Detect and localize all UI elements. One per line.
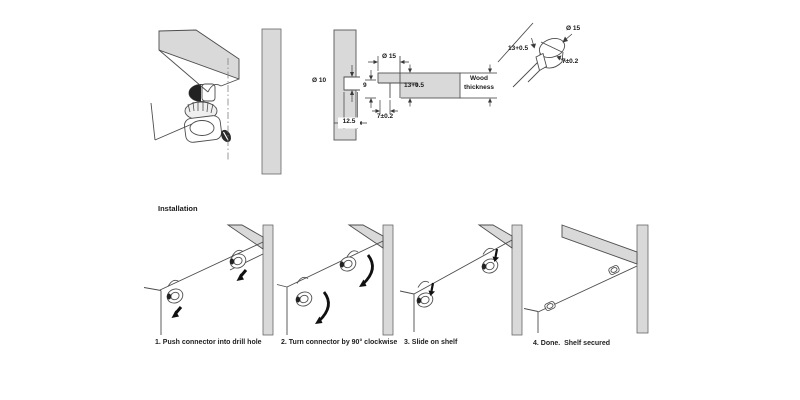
detail-dim-recess-diameter: Ø 15 bbox=[566, 25, 581, 32]
step-4-caption: 4. Done. Shelf secured bbox=[533, 340, 611, 347]
figure-corner-drilling bbox=[150, 29, 240, 160]
step-2-caption: 2. Turn connector by 90° clockwise bbox=[281, 339, 398, 346]
step-3-caption: 3. Slide on shelf bbox=[404, 339, 458, 346]
rotate-arrow-icon bbox=[318, 254, 374, 323]
wall-panel bbox=[636, 224, 649, 334]
push-arrow-icon bbox=[174, 269, 248, 315]
connector-icon bbox=[481, 258, 499, 274]
panel bbox=[261, 28, 282, 175]
connector-icon bbox=[416, 292, 434, 308]
connector-icon bbox=[229, 253, 247, 269]
panel-edge-face bbox=[158, 29, 240, 80]
dim-recess-diameter: Ø 15 bbox=[381, 53, 397, 60]
dim-hole-depth: 12.5 bbox=[342, 118, 356, 125]
top-panel bbox=[226, 224, 264, 250]
slide-arrow-icon bbox=[430, 248, 499, 292]
dim-hole-diameter: Ø 10 bbox=[312, 77, 327, 84]
recess-profile bbox=[378, 82, 418, 98]
top-panel bbox=[561, 224, 638, 265]
wall-panel bbox=[262, 224, 274, 336]
connector-icon bbox=[295, 291, 313, 307]
wall-panel bbox=[511, 224, 523, 336]
figure-side-panel bbox=[261, 28, 282, 175]
connector-flush-icon bbox=[608, 265, 620, 275]
cam-tab bbox=[201, 83, 216, 102]
figure-step-3 bbox=[399, 224, 523, 336]
connector-icon bbox=[184, 101, 232, 143]
figure-edge-detail bbox=[497, 22, 573, 88]
step-1-caption: 1. Push connector into drill hole bbox=[155, 339, 262, 346]
connector-flush-icon bbox=[544, 301, 556, 311]
connector-icon bbox=[339, 256, 357, 272]
wood-thickness-label: Wood thickness bbox=[464, 75, 494, 92]
detail-dim-connector-height: 13+0.5 bbox=[508, 45, 529, 52]
connector-icon bbox=[166, 288, 184, 304]
dim-slot-width: 7±0.2 bbox=[376, 113, 394, 120]
dim-connector-height: 13+0.5 bbox=[403, 82, 425, 89]
cam-slot-dark bbox=[189, 84, 201, 102]
section-title-installation: Installation bbox=[158, 204, 198, 213]
dim-recess-height: 9 bbox=[363, 82, 367, 89]
figure-step-1 bbox=[143, 224, 274, 336]
detail-dim-slot-width: 7±0.2 bbox=[562, 58, 579, 65]
top-panel bbox=[477, 224, 513, 249]
figure-step-2 bbox=[276, 224, 394, 336]
figure-step-4 bbox=[523, 224, 649, 334]
recess-shape bbox=[527, 37, 566, 83]
wall-panel bbox=[382, 224, 394, 336]
top-panel bbox=[347, 224, 384, 249]
figure-cross-section bbox=[333, 29, 497, 141]
